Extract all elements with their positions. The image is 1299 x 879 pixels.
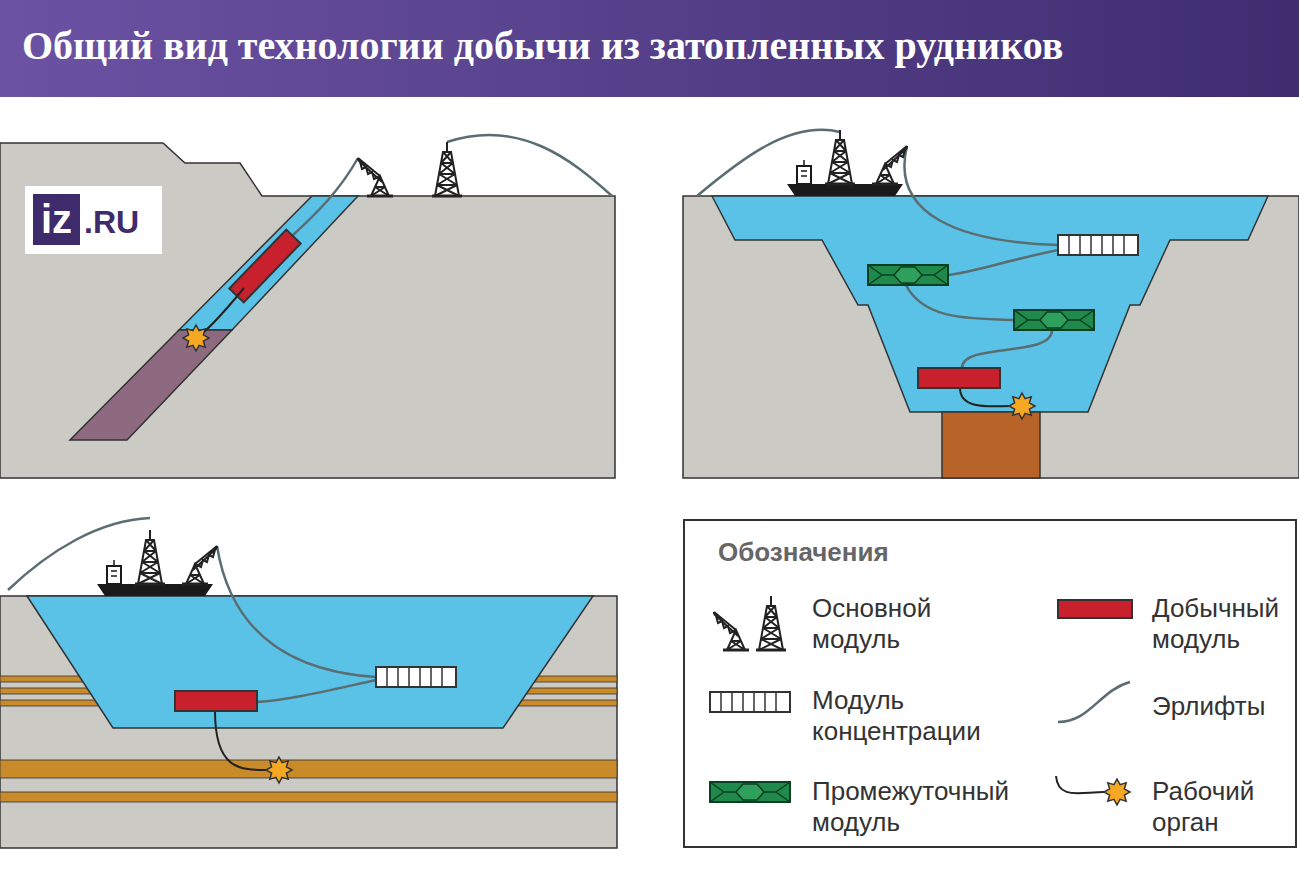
legend-samples-part [710,692,790,712]
logo-square [33,194,80,245]
inclined-shaft-panel [0,135,615,478]
open-pit-panel-part [906,285,1014,320]
layered-pit-panel-part [0,792,617,802]
open-pit-panel [683,130,1299,478]
legend-samples-part [1104,779,1130,805]
legend-text: Модуль концентрации [812,685,981,747]
layered-pit-panel-part [27,596,593,728]
layered-pit-panel-part [215,711,268,770]
legend-samples [710,596,1130,805]
inclined-shaft-panel-part [70,330,232,440]
layered-pit-panel-part [8,518,150,590]
logo-text: iz [33,194,80,245]
inclined-shaft-panel-part [179,196,358,330]
layered-pit-panel-part [0,760,617,778]
open-pit-panel-part [1014,310,1094,330]
layered-pit-panel-part [0,596,617,848]
layered-pit-panel-part [175,691,257,711]
legend-text: Рабочий орган [1152,776,1254,838]
inclined-shaft-panel-part [204,288,244,332]
open-pit-panel-part [787,130,907,196]
open-pit-panel-part [960,388,1010,406]
legend-samples-part [756,596,786,650]
legend-swatch [1057,599,1133,619]
legend-heading: Обозначения [718,537,889,568]
airlift-sample [1058,682,1130,722]
inclined-shaft-panel-part [0,143,615,478]
open-pit-panel-part [942,412,1040,478]
layered-pit-panel-part [376,667,456,687]
legend-samples-part [710,782,790,802]
layered-pit-panel-part [266,757,292,783]
logo-plate [25,186,162,254]
open-pit-panel-part [904,146,1058,245]
layered-pit-panel-part [217,546,376,677]
title-bar [0,0,1299,97]
inclined-shaft-panel-part [447,135,612,196]
inclined-shaft-panel-part [292,158,358,236]
layered-pit-panel-part [97,530,217,596]
title: Общий вид технологии добычи из затопленн… [22,22,1063,70]
layered-pit-panel [0,518,617,848]
open-pit-panel-part [962,330,1052,368]
inclined-shaft-panel-part [183,325,209,351]
inclined-shaft-panel-part [432,142,462,196]
open-pit-panel-part [1009,393,1035,419]
legend-box: ОбозначенияОсновной модуль Добычный модул… [683,519,1297,848]
legend-text: Добычный модуль [1152,593,1279,655]
logo-text: .RU [84,202,139,242]
inclined-shaft-panel-part [358,158,393,196]
open-pit-panel-part [868,265,948,285]
legend-samples-part [714,612,749,650]
layered-pit-panel-part [257,680,376,702]
open-pit-panel-part [1058,235,1138,255]
working-organ-line-sample [1056,776,1104,793]
legend-text: Эрлифты [1152,691,1265,722]
open-pit-panel-part [712,196,1268,412]
open-pit-panel-part [948,250,1058,275]
open-pit-panel-part [918,368,1000,388]
legend-text: Основной модуль [812,593,931,655]
legend-text: Промежуточный модуль [812,776,1009,838]
